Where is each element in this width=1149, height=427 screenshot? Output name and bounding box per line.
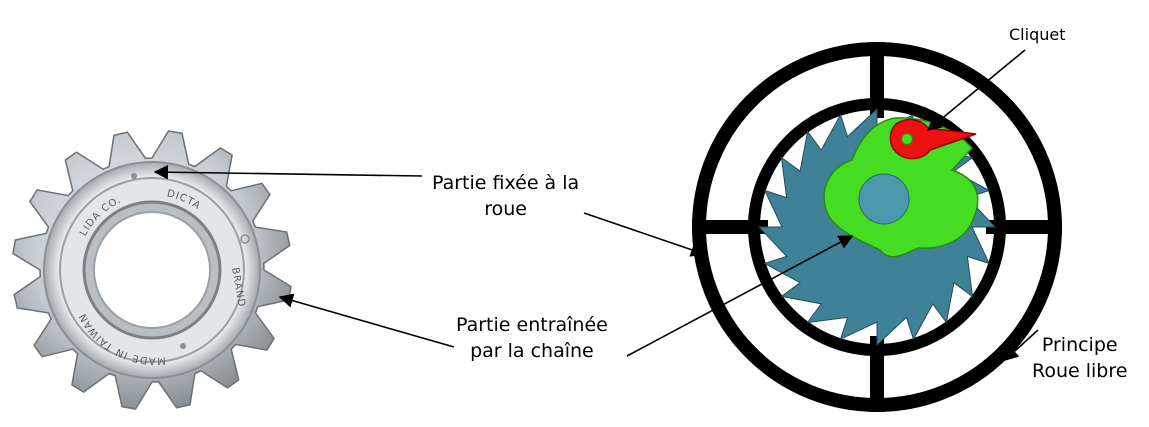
spoke-right (986, 220, 1062, 234)
arrow-driven-left (278, 293, 455, 348)
label-pawl: Cliquet (1009, 25, 1066, 44)
spoke-bottom (870, 336, 884, 412)
label-fixed-part-line1: Partie fixée à la (432, 172, 580, 194)
rotation-arrow (1003, 329, 1039, 361)
freewheel-photo: LIDA CO. DICTA MADE IN TAIWAN BRAND (12, 130, 292, 410)
freewheel-schematic (692, 42, 1062, 412)
spoke-top (870, 42, 884, 118)
pawl-pivot (901, 133, 913, 145)
logo-mark (240, 234, 250, 244)
label-principle-line1: Principe (1041, 334, 1118, 356)
pawl (889, 118, 977, 160)
hub-hole (858, 173, 910, 225)
arrow-driven-right (626, 235, 854, 357)
center-hole (93, 211, 211, 329)
label-principle-line2: Roue libre (1032, 360, 1128, 382)
arrow-fixed-right (583, 212, 706, 257)
label-fixed-part-line2: roue (484, 198, 527, 220)
label-driven-part: Partie entraînée par la chaîne (456, 312, 608, 364)
arrow-pawl (926, 49, 1026, 131)
pin-hole (131, 173, 137, 179)
label-driven-part-line2: par la chaîne (470, 340, 594, 362)
label-fixed-part: Partie fixée à la roue (432, 170, 579, 222)
arrow-fixed-left (153, 164, 423, 180)
spoke-left (692, 220, 768, 234)
pin-hole (180, 343, 186, 349)
label-driven-part-line1: Partie entraînée (456, 314, 608, 336)
label-principle: Principe Roue libre (1032, 332, 1127, 384)
leader-arrows (153, 49, 1039, 361)
